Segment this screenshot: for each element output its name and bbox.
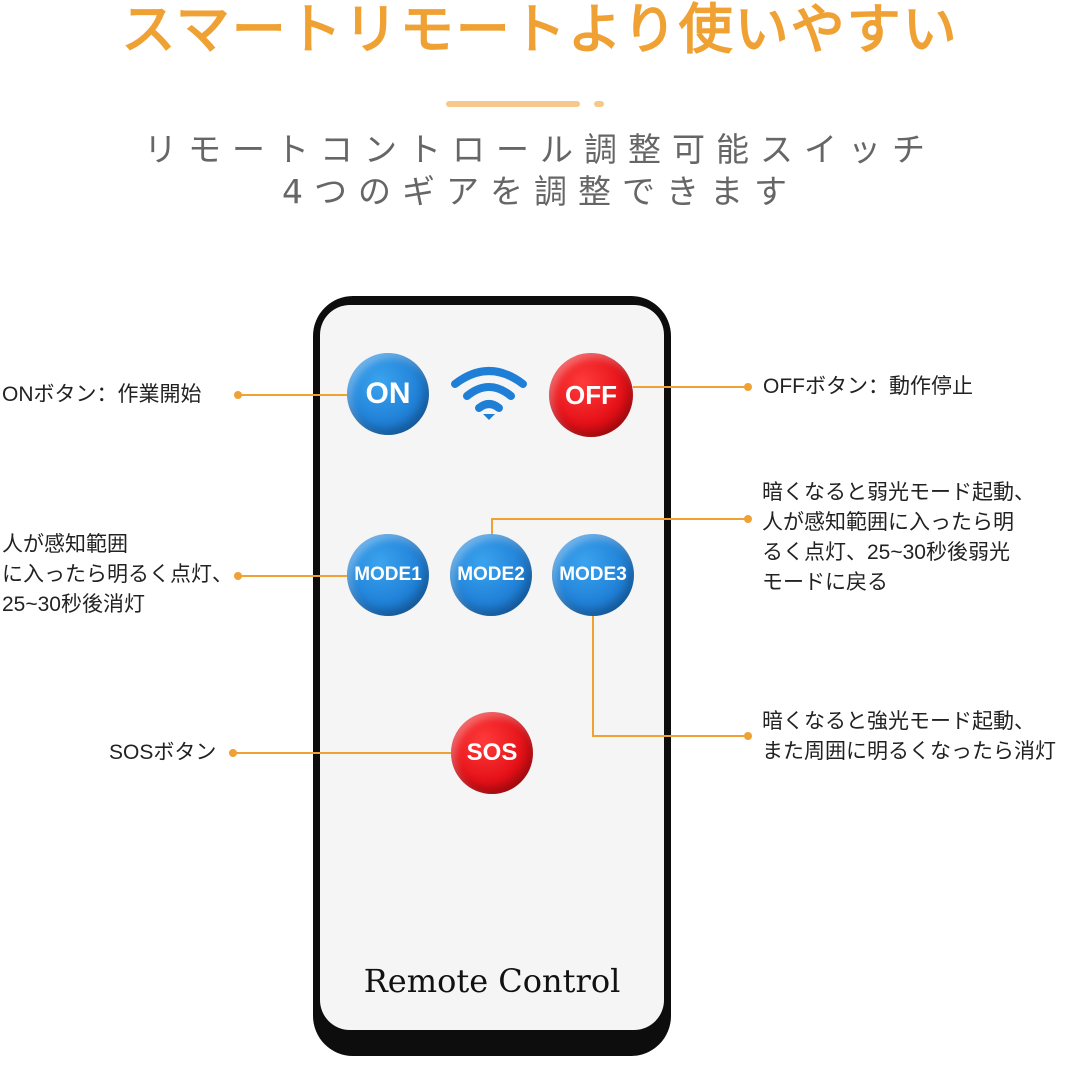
mode3-annotation-line-1: 暗くなると強光モード起動、 <box>762 710 1035 733</box>
wifi-signal-icon <box>451 367 527 420</box>
mode1-annotation-line-2: に入ったら明るく点灯、 <box>2 563 233 586</box>
sos-annotation: SOSボタン <box>109 741 217 764</box>
mode2-annotation-line-1: 暗くなると弱光モード起動、 <box>762 481 1035 504</box>
mode1-leader-dot <box>234 572 242 580</box>
mode2-annotation-line-2: 人が感知範囲に入ったら明 <box>762 511 1014 534</box>
mode1-annotation-line-3: 25~30秒後消灯 <box>2 593 145 616</box>
mode2-annotation: 暗くなると弱光モード起動、 人が感知範囲に入ったら明 るく点灯、25~30秒後弱… <box>762 478 1035 598</box>
mode1-annotation: 人が感知範囲 に入ったら明るく点灯、 25~30秒後消灯 <box>2 530 233 620</box>
mode1-annotation-line-1: 人が感知範囲 <box>2 533 128 556</box>
off-button[interactable]: OFF <box>549 353 633 437</box>
subtitle-line-2: 4つのギアを調整できます <box>282 172 798 211</box>
subtitle-line-1: リモートコントロール調整可能スイッチ <box>144 130 936 169</box>
mode3-leader-dot <box>744 732 752 740</box>
on-annotation: ONボタン：作業開始 <box>2 383 202 406</box>
off-annotation: OFFボタン：動作停止 <box>763 375 973 398</box>
mode3-annotation-line-2: また周囲に明るくなったら消灯 <box>762 740 1056 763</box>
mode1-button[interactable]: MODE1 <box>347 534 429 616</box>
sos-button[interactable]: SOS <box>451 712 533 794</box>
mode2-annotation-line-4: モードに戻る <box>762 571 888 594</box>
on-button[interactable]: ON <box>347 353 429 435</box>
mode2-button[interactable]: MODE2 <box>450 534 532 616</box>
mode3-button[interactable]: MODE3 <box>552 534 634 616</box>
off-leader-dot <box>744 383 752 391</box>
mode2-annotation-line-3: るく点灯、25~30秒後弱光 <box>762 541 1010 564</box>
mode3-annotation: 暗くなると強光モード起動、 また周囲に明るくなったら消灯 <box>762 707 1056 767</box>
title-underline <box>446 101 580 107</box>
page-title: スマートリモートより使いやすい <box>121 0 959 61</box>
sos-leader-dot <box>229 749 237 757</box>
on-leader-dot <box>234 391 242 399</box>
mode2-leader-dot <box>744 515 752 523</box>
remote-brand-text: Remote Control <box>363 962 621 1000</box>
title-underline-dot <box>594 101 604 107</box>
